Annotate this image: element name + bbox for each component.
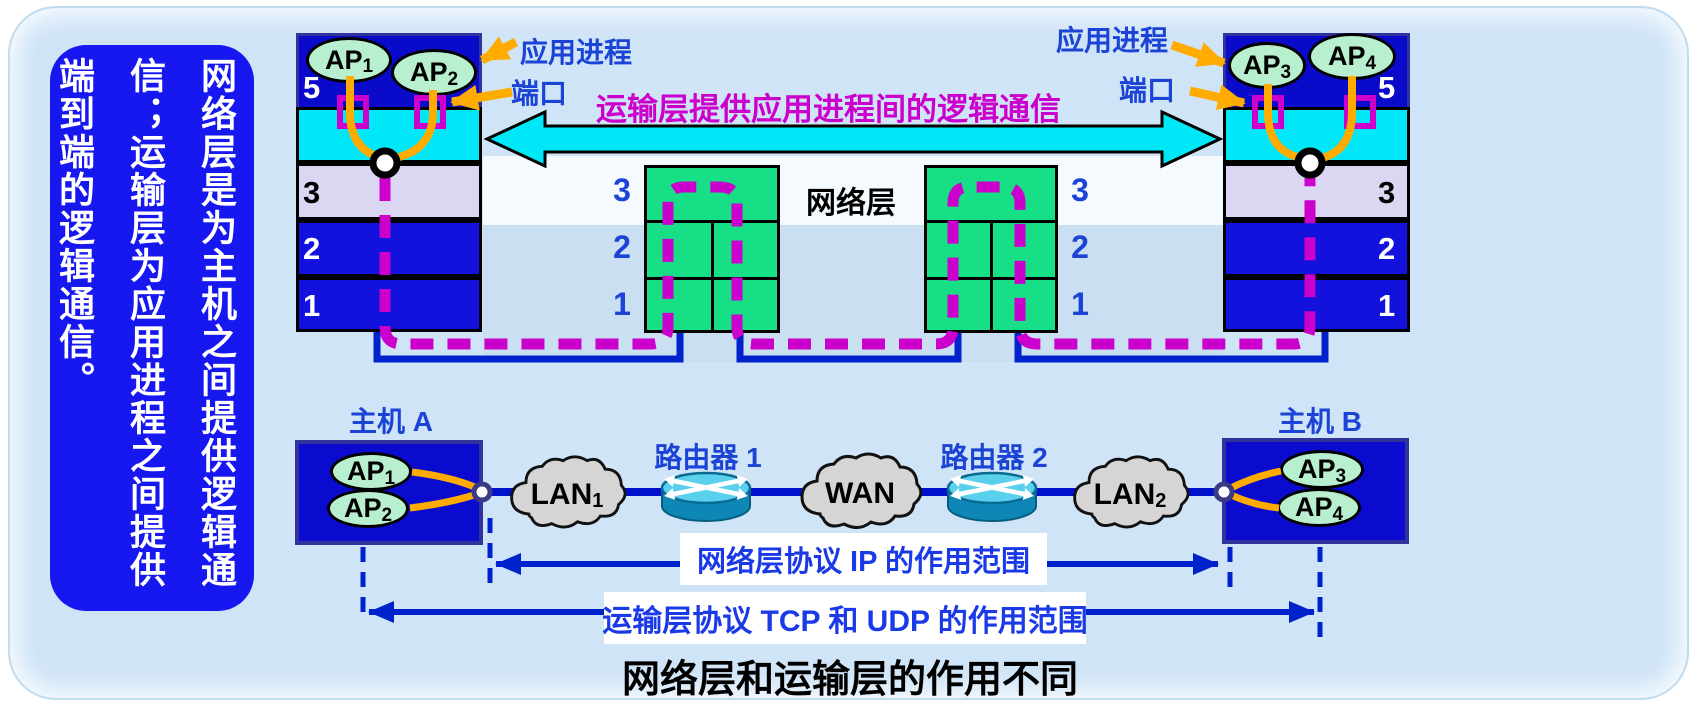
network-layer-label: 网络层 xyxy=(806,187,896,220)
router2-divider-v xyxy=(990,220,993,330)
hosta-layer1-number: 1 xyxy=(303,288,321,323)
router1-layer2-number: 2 xyxy=(613,229,631,265)
port-label-right: 端口 xyxy=(1119,75,1176,106)
tcp-udp-scope-labelbox: 运输层协议 TCP 和 UDP 的作用范围 xyxy=(602,592,1088,644)
port-square-ap2 xyxy=(414,95,446,129)
host-b-ap3-label: AP xyxy=(1297,454,1336,484)
port-square-ap3 xyxy=(1252,95,1284,129)
host-b-label: 主机 B xyxy=(1277,406,1362,437)
host-a-ap1-label: AP xyxy=(346,456,385,486)
host-a-ap1-subscript: 1 xyxy=(384,467,396,489)
port-label-left: 端口 xyxy=(511,78,568,109)
ap2-subscript: 2 xyxy=(447,68,459,90)
router2-layer1-number: 1 xyxy=(1071,286,1089,322)
router1-label: 路由器 1 xyxy=(654,442,762,473)
host-a-label: 主机 A xyxy=(348,406,433,437)
host-b-ap4-label: AP xyxy=(1294,492,1333,522)
router2-stack-box xyxy=(924,165,1058,333)
router2-label: 路由器 2 xyxy=(940,442,1048,473)
diagram-caption: 网络层和运输层的作用不同 xyxy=(621,659,1078,701)
router2-layer3-number: 3 xyxy=(1071,172,1089,208)
host-b-ap3-subscript: 3 xyxy=(1335,465,1347,487)
hostb-layer5-number: 5 xyxy=(1378,70,1396,105)
hosta-layer5-number: 5 xyxy=(303,70,321,105)
lower-layers-band xyxy=(483,225,1223,362)
hosta-stack-transport-layer xyxy=(296,107,482,163)
ip-scope-labelbox: 网络层协议 IP 的作用范围 xyxy=(680,533,1047,585)
hostb-layer1-number: 1 xyxy=(1378,288,1396,323)
host-a-ap2-subscript: 2 xyxy=(381,504,393,526)
wan-cloud: WAN xyxy=(788,450,932,538)
ap4-subscript: 4 xyxy=(1365,52,1377,74)
lan2-cloud-shape xyxy=(1073,455,1190,529)
lan2-subscript: 2 xyxy=(1155,489,1167,512)
ap3-subscript: 3 xyxy=(1280,61,1292,83)
wan-text: WAN xyxy=(825,477,895,510)
router1-stack-box xyxy=(644,165,780,333)
hosta-layer2-number: 2 xyxy=(303,231,321,266)
port-square-ap4 xyxy=(1344,95,1376,129)
hostb-layer2-number: 2 xyxy=(1378,231,1396,266)
port-square-ap1 xyxy=(337,95,369,129)
transport-arrow-title: 运输层提供应用进程间的逻辑通信 xyxy=(596,92,1061,127)
hosta-stack-layer1 xyxy=(296,277,482,332)
lan1-subscript: 1 xyxy=(592,489,604,512)
ap2-label: AP xyxy=(409,57,448,87)
lan1-cloud-shape xyxy=(510,455,627,529)
router2-icon xyxy=(944,464,1040,526)
router1-icon xyxy=(658,464,754,526)
hosta-layer3-number: 3 xyxy=(303,175,321,210)
hosta-stack-layer3 xyxy=(296,163,482,220)
app-process-label-left: 应用进程 xyxy=(520,37,633,68)
wan-cloud-shape xyxy=(800,452,923,529)
app-process-label-right: 应用进程 xyxy=(1056,25,1169,56)
ap3-label: AP xyxy=(1242,50,1281,80)
router1-divider-v xyxy=(711,220,714,330)
ap4-label: AP xyxy=(1327,41,1366,71)
lan2-base: LAN xyxy=(1093,478,1156,511)
host-a-ap2-label: AP xyxy=(343,493,382,523)
ap1-label: AP xyxy=(324,44,363,75)
ap1-subscript: 1 xyxy=(362,56,374,77)
hostb-layer3-number: 3 xyxy=(1378,175,1396,210)
router1-layer1-number: 1 xyxy=(613,286,631,322)
sidebar-note: 网络层是为主机之间提供逻辑通信；运输层为应用进程之间提供端到端的逻辑通信。 xyxy=(50,45,254,611)
router2-layer2-number: 2 xyxy=(1071,229,1089,265)
sidebar-note-text: 网络层是为主机之间提供逻辑通信；运输层为应用进程之间提供端到端的逻辑通信。 xyxy=(54,57,237,589)
hosta-stack-layer2 xyxy=(296,220,482,277)
lan1-base: LAN xyxy=(530,478,593,511)
router1-layer3-number: 3 xyxy=(613,172,631,208)
host-b-ap4-subscript: 4 xyxy=(1332,503,1344,525)
